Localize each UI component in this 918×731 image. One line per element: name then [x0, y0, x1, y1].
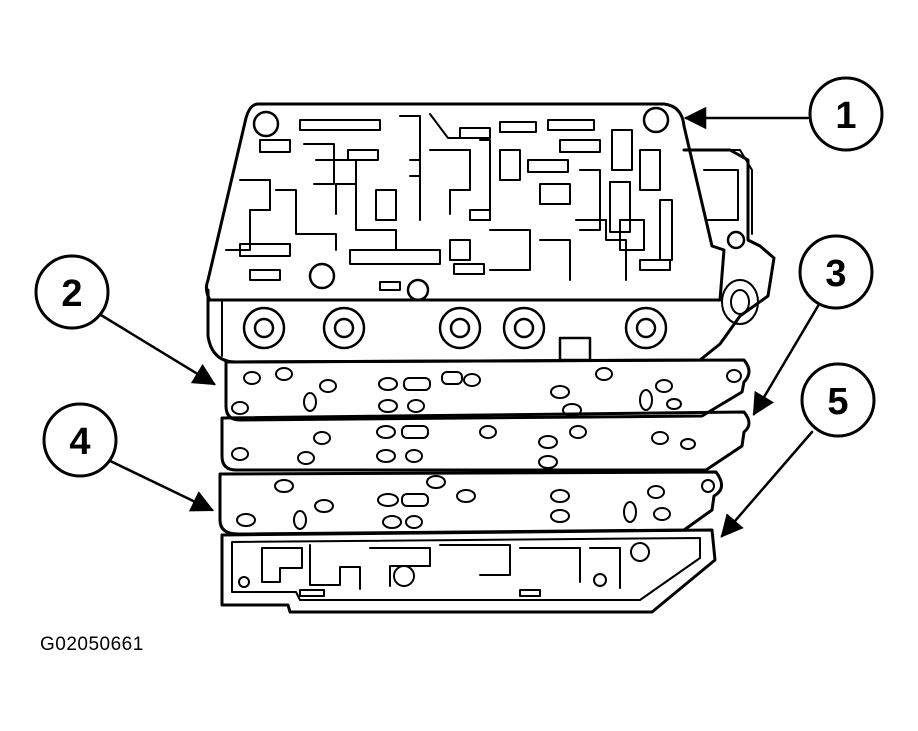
lower-separator-gasket [218, 470, 723, 536]
svg-text:2: 2 [61, 273, 82, 315]
svg-text:4: 4 [69, 421, 90, 463]
lower-valve-body [220, 528, 717, 614]
figure-code: G02050661 [40, 634, 144, 655]
callout-4: 4 [42, 402, 215, 512]
svg-text:1: 1 [835, 95, 856, 137]
separator-plate [220, 410, 751, 472]
callout-1: 1 [683, 76, 884, 152]
svg-text:3: 3 [825, 253, 846, 295]
upper-separator-gasket [224, 358, 751, 422]
callout-3: 3 [752, 234, 874, 416]
svg-text:5: 5 [827, 381, 848, 423]
callout-5: 5 [720, 362, 876, 538]
upper-valve-body [204, 102, 776, 364]
callout-2: 2 [34, 254, 216, 386]
